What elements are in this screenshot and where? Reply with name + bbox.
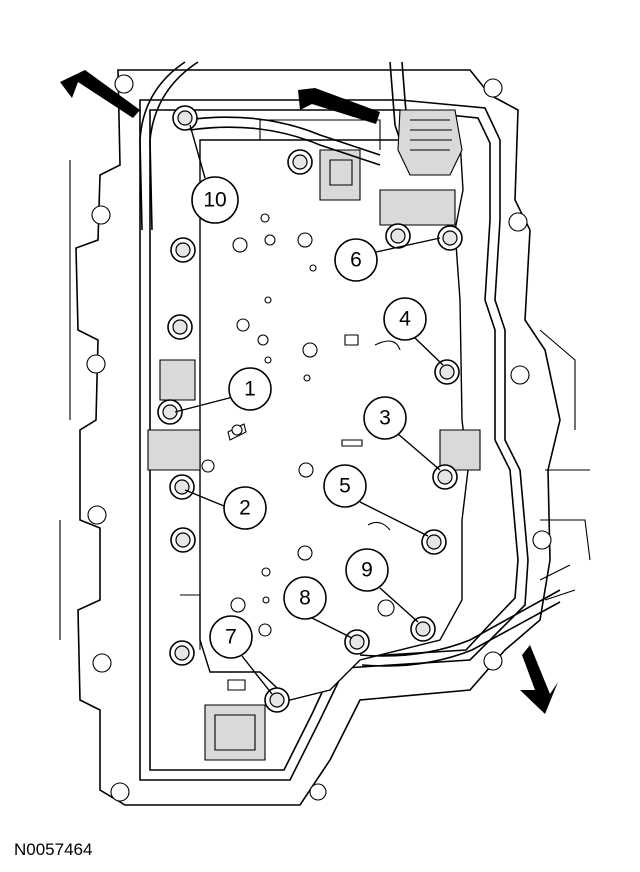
leader-line bbox=[379, 587, 419, 623]
callout-10: 10 bbox=[191, 176, 239, 224]
bolt-icon bbox=[421, 529, 447, 555]
callout-2: 2 bbox=[223, 486, 267, 530]
callout-8: 8 bbox=[283, 576, 327, 620]
callout-label: 2 bbox=[239, 497, 251, 520]
leader-line bbox=[414, 337, 444, 366]
callout-label: 9 bbox=[361, 559, 373, 582]
arrow-icons bbox=[60, 70, 558, 714]
callout-label: 6 bbox=[350, 249, 362, 272]
callout-6: 6 bbox=[334, 238, 378, 282]
leader-line bbox=[184, 489, 225, 507]
callout-5: 5 bbox=[323, 464, 367, 508]
transmission-case bbox=[59, 69, 591, 806]
bolt-icon bbox=[437, 225, 463, 251]
callouts: 1 2 3 4 5 6 7 8 9 10 bbox=[191, 176, 427, 659]
bolt-icon bbox=[432, 464, 458, 490]
leader-line bbox=[375, 237, 441, 253]
callout-3: 3 bbox=[363, 396, 407, 440]
callout-7: 7 bbox=[209, 615, 253, 659]
leader-line bbox=[241, 655, 273, 695]
leader-line bbox=[174, 396, 234, 413]
bolt-icon bbox=[172, 105, 198, 131]
leader-line bbox=[311, 617, 353, 639]
callout-4: 4 bbox=[383, 297, 427, 341]
bolt-icon bbox=[170, 237, 196, 263]
arrow-icon bbox=[60, 70, 140, 118]
figure-id: N0057464 bbox=[14, 840, 93, 859]
callout-label: 3 bbox=[379, 407, 391, 430]
callout-label: 5 bbox=[339, 475, 351, 498]
bolt-icon bbox=[264, 687, 290, 713]
bolt-icon bbox=[434, 359, 460, 385]
bolt-icon bbox=[385, 223, 411, 249]
callout-label: 8 bbox=[299, 587, 311, 610]
bolt-icon bbox=[169, 640, 195, 666]
bolt-icon bbox=[157, 399, 183, 425]
callout-9: 9 bbox=[345, 548, 389, 592]
leader-line bbox=[397, 433, 441, 471]
wiring-harness bbox=[139, 61, 576, 667]
callout-1: 1 bbox=[228, 367, 272, 411]
bolt-icon bbox=[169, 474, 195, 500]
bolts bbox=[157, 105, 463, 713]
gasket-rail bbox=[139, 99, 529, 781]
bolt-icon bbox=[410, 616, 436, 642]
plate-holes bbox=[201, 213, 395, 637]
callout-label: 7 bbox=[225, 626, 237, 649]
callout-label: 1 bbox=[244, 378, 256, 401]
leader-line bbox=[359, 501, 429, 537]
leader-lines bbox=[174, 124, 444, 695]
bolt-icon bbox=[170, 527, 196, 553]
bolt-icon bbox=[167, 314, 193, 340]
bolt-icon bbox=[344, 629, 370, 655]
arrow-icon bbox=[520, 645, 558, 714]
arrow-icon bbox=[298, 88, 380, 124]
leader-line bbox=[189, 124, 206, 179]
callout-label: 10 bbox=[203, 189, 226, 212]
callout-label: 4 bbox=[399, 308, 411, 331]
bolt-icon bbox=[287, 149, 313, 175]
valve-body-plate bbox=[147, 119, 481, 761]
